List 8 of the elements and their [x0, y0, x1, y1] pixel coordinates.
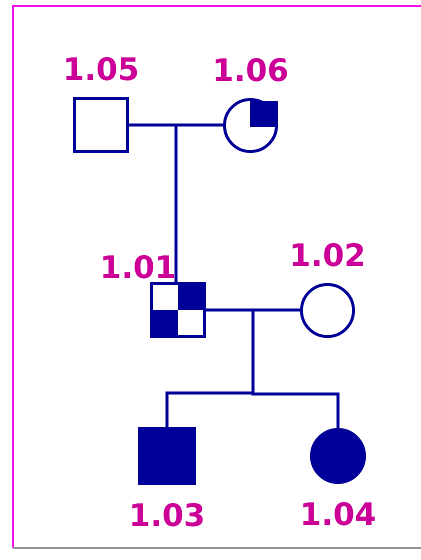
descent-line [128, 124, 224, 284]
individual-id: 1.04 [298, 497, 378, 533]
individual-id: 1.06 [211, 53, 290, 89]
individual-id: 1.01 [98, 250, 178, 286]
individual-id: 1.05 [62, 52, 140, 88]
individual-id: 1.03 [128, 498, 206, 534]
individual-id: 1.02 [288, 238, 367, 274]
descent-line [204, 308, 340, 430]
